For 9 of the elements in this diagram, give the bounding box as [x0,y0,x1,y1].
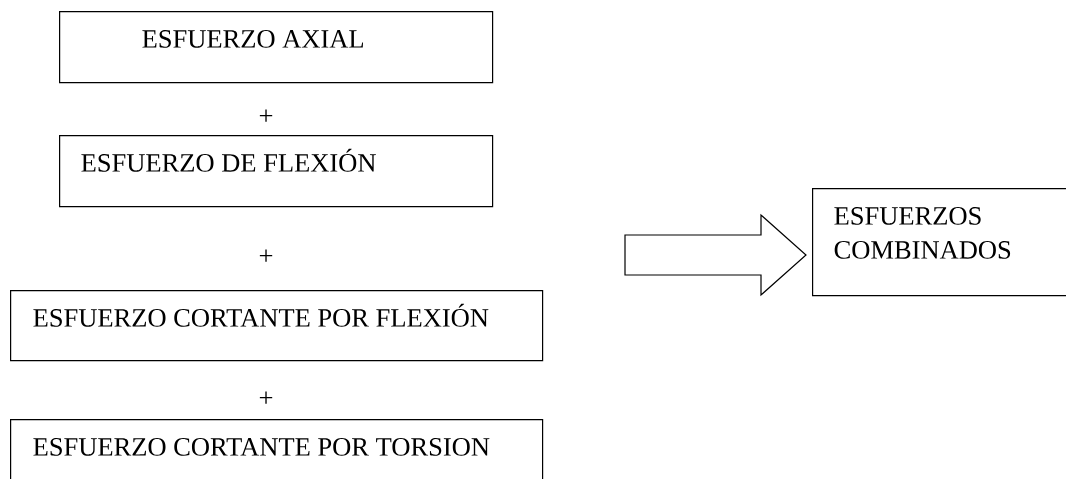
plus-sign: + [259,249,273,262]
plus-sign: + [259,391,273,404]
text-box: ESFUERZO AXIAL [59,11,494,84]
text-box: ESFUERZO DE FLEXIÓN [59,135,494,208]
block-arrow [624,213,807,297]
text-box: ESFUERZO CORTANTE POR FLEXIÓN [10,290,544,362]
text-box: ESFUERZOS COMBINADOS [812,188,1066,297]
plus-sign: + [259,109,273,122]
text-box: ESFUERZO CORTANTE POR TORSION [10,419,544,479]
